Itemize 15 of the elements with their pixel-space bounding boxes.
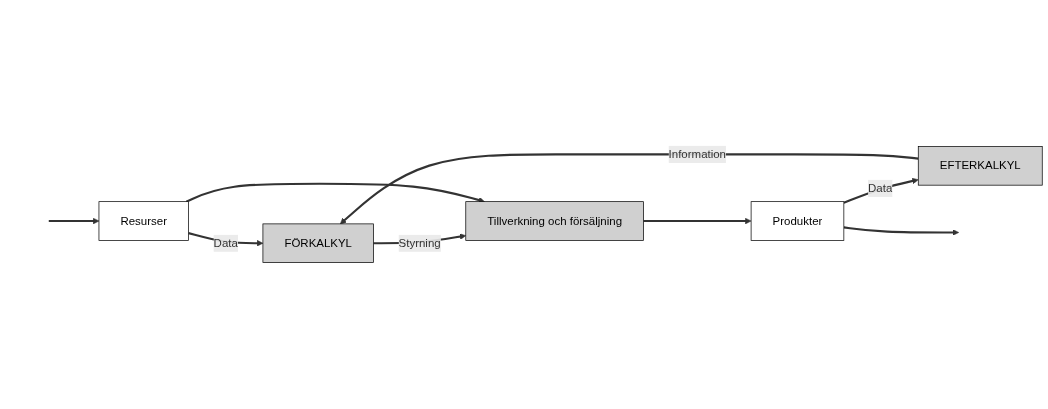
arrow: [843, 226, 960, 236]
edge-label: Data: [213, 237, 238, 250]
arrow: [185, 183, 485, 204]
node-box: EFTERKALKYL: [917, 146, 1043, 186]
edge-label: Information: [668, 148, 727, 161]
edge-label: Styrning: [398, 237, 441, 250]
node-box: Resurser: [98, 201, 189, 242]
node-box: Produkter: [750, 201, 845, 242]
arrow: [643, 218, 752, 225]
edge-label: Data: [868, 182, 893, 195]
node-box: Tillverkning och försäljning: [465, 201, 644, 242]
arrow: [843, 178, 919, 205]
arrow: [340, 153, 919, 225]
node-box: FÖRKALKYL: [262, 223, 374, 264]
arrow: [48, 218, 100, 225]
